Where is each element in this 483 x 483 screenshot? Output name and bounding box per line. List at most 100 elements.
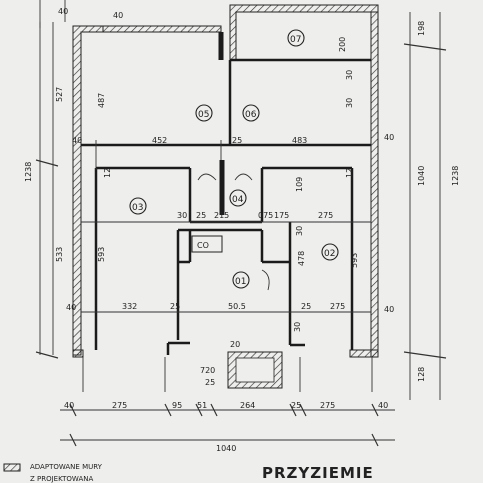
room-label: 02 <box>324 249 335 259</box>
room-marker <box>129 197 147 215</box>
dim-label: 30 <box>295 226 304 236</box>
dim-tick <box>164 403 172 417</box>
room-07[interactable]: 07 <box>287 29 305 47</box>
dim-label: 25 <box>205 378 215 387</box>
dim-label: 25 <box>291 401 301 410</box>
room-marker <box>321 243 339 261</box>
outer-wall-top <box>102 25 222 33</box>
dim-tick <box>289 403 297 417</box>
dim-label: 275 <box>330 302 345 311</box>
floor-title: PRZYZIEMIE <box>262 464 374 482</box>
outer-wall-bottom-left <box>72 349 84 358</box>
legend-text: Z PROJEKTOWANA <box>30 475 93 483</box>
dim-label: 25 <box>170 302 180 311</box>
room-marker <box>287 29 305 47</box>
dim-label: 25 <box>196 211 206 220</box>
dim-tick <box>35 351 59 359</box>
dim-label: 1040 <box>417 166 426 186</box>
dim-label-top: 40 <box>58 7 68 16</box>
dim-label: 198 <box>417 21 426 36</box>
dim-label: 25 <box>232 136 242 145</box>
dim-label: 50.5 <box>228 302 246 311</box>
dim-tick <box>69 403 77 417</box>
dim-label: 12 <box>345 168 354 178</box>
dim-label: 40 <box>72 136 82 145</box>
dim-tick <box>403 351 447 359</box>
dim-label: 275 <box>112 401 127 410</box>
dim-label: 075 <box>258 211 273 220</box>
dim-tick <box>195 403 203 417</box>
legend-text: ADAPTOWANE MURY <box>30 463 103 471</box>
dim-tick <box>299 403 307 417</box>
dim-label-top: 40 <box>113 11 123 20</box>
dim-tick <box>371 433 379 447</box>
dim-label: 215 <box>214 211 229 220</box>
dim-label: 275 <box>320 401 335 410</box>
dim-label: 527 <box>55 87 64 102</box>
dim-label-total: 1040 <box>216 444 236 453</box>
room-label: 04 <box>232 195 244 205</box>
dim-label: 25 <box>301 302 311 311</box>
dim-label: 40 <box>64 401 74 410</box>
dim-tick <box>35 159 59 167</box>
dim-label: 30 <box>345 70 354 80</box>
room-02[interactable]: 02 <box>321 243 339 261</box>
room-label: 07 <box>290 35 301 45</box>
dim-tick <box>210 403 218 417</box>
dim-label: 40 <box>66 303 76 312</box>
dim-label: 487 <box>97 93 106 108</box>
dim-tick <box>371 403 379 417</box>
room-06[interactable]: 06 <box>242 104 260 122</box>
dim-label: 51 <box>197 401 207 410</box>
outer-wall-bottom-right <box>349 349 379 358</box>
room-label: 01 <box>235 277 246 287</box>
dim-label: 12 <box>103 168 112 178</box>
dim-label: 275 <box>318 211 333 220</box>
dim-label: 1238 <box>24 162 33 182</box>
dim-label: 264 <box>240 401 255 410</box>
dim-label: 452 <box>152 136 167 145</box>
co-box <box>191 235 223 253</box>
door-swing <box>261 269 270 291</box>
room-01[interactable]: 01 <box>232 271 250 289</box>
room-label: 03 <box>132 203 143 213</box>
dim-label: 478 <box>297 251 306 266</box>
dim-label: 175 <box>274 211 289 220</box>
room-marker <box>242 104 260 122</box>
dim-label: 720 <box>200 366 215 375</box>
dim-label: 95 <box>172 401 182 410</box>
room-03[interactable]: 03 <box>129 197 147 215</box>
dim-label: 332 <box>122 302 137 311</box>
room-marker <box>195 104 213 122</box>
dim-label: 40 <box>378 401 388 410</box>
dim-label: 128 <box>417 367 426 382</box>
stairs-landing <box>235 357 275 383</box>
dim-label: 533 <box>55 247 64 262</box>
room-05[interactable]: 05 <box>195 104 213 122</box>
dim-label: 483 <box>292 136 307 145</box>
dim-label: 593 <box>350 253 359 268</box>
room-04[interactable]: 04 <box>229 189 247 207</box>
dim-label: 593 <box>97 247 106 262</box>
room-marker <box>229 189 247 207</box>
dim-label: 1238 <box>451 166 460 186</box>
dim-tick <box>403 43 447 51</box>
door-swing <box>234 173 253 181</box>
room-marker <box>232 271 250 289</box>
legend-swatch <box>3 463 21 472</box>
dim-label: 30 <box>293 322 302 332</box>
room-label: 06 <box>245 110 257 120</box>
dim-label: 109 <box>295 177 304 192</box>
dim-label: 30 <box>345 98 354 108</box>
dim-tick <box>69 433 77 447</box>
outer-wall-right <box>370 11 379 358</box>
door-swing <box>197 173 217 181</box>
dim-label: 200 <box>338 37 347 52</box>
dim-label: 30 <box>177 211 187 220</box>
cold-room-label: CO <box>197 241 209 250</box>
room-label: 05 <box>198 110 209 120</box>
dim-label: 20 <box>230 340 240 349</box>
dim-label: 40 <box>384 305 394 314</box>
